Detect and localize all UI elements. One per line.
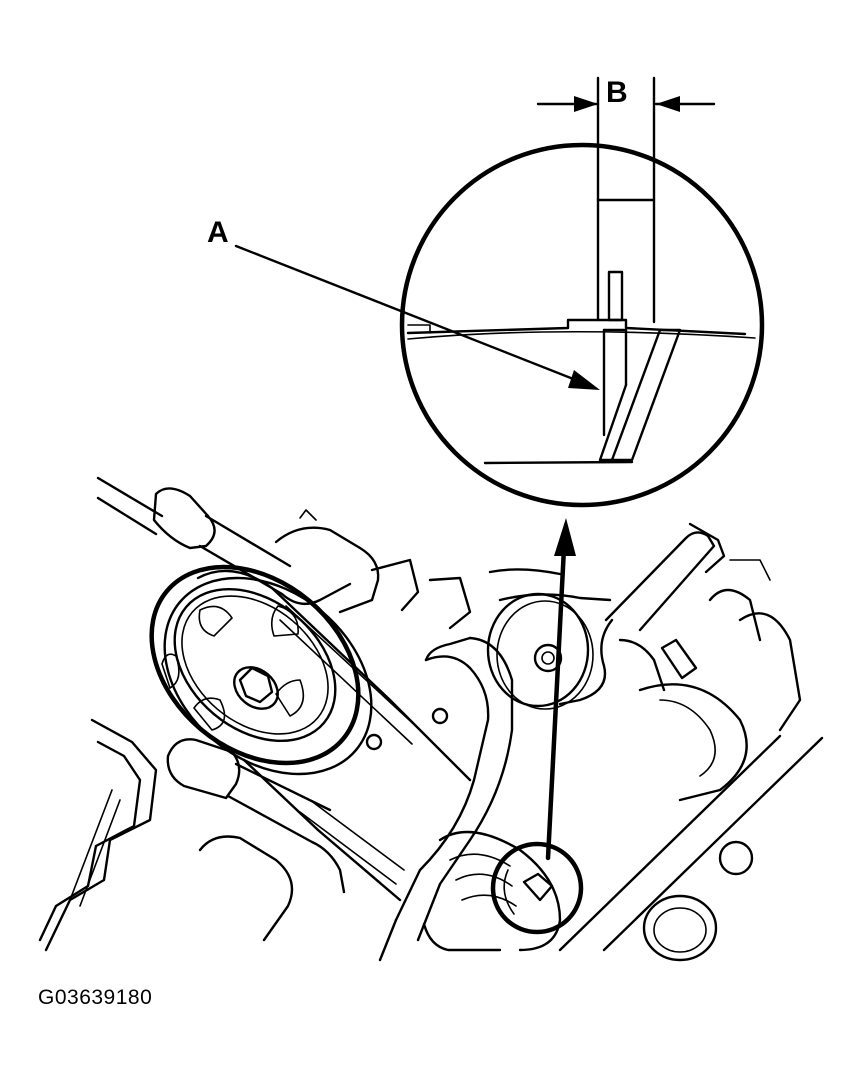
zoom-arrowhead [554,518,576,556]
lower-boss [198,835,294,942]
crank-pulley [438,830,562,952]
callout-a-leader [234,244,600,390]
coolant-hose-left-edge [378,655,490,962]
idler-pulley [486,592,594,710]
drive-belt [196,569,472,902]
pulley-base-line [483,460,634,465]
arrowhead-b-right [656,96,680,112]
callout-b-dimension [536,96,716,112]
pulley-bolt [238,666,274,704]
cover-edge [406,318,747,336]
cover-arc [407,330,756,340]
timing-mark-pointer [596,76,656,324]
detail-locator-circle [490,841,584,935]
dipstick-tube [604,531,716,632]
hose-fitting-lower [166,738,241,800]
block-edge [558,734,782,952]
plug-lower [642,894,718,962]
engine-illustration [38,476,824,962]
callout-a-label: A [207,216,229,249]
figure-id: G03639180 [38,986,153,1009]
alternator-body [638,683,748,802]
callout-b-label: B [606,76,628,109]
power-steering-pulley [149,564,373,776]
arrowhead-a [568,370,600,390]
zoom-link-arrow [545,518,576,861]
bracket [274,526,380,614]
plug-upper [718,840,754,876]
coolant-hose-right-edge [416,636,514,942]
pulley-notch [598,328,682,462]
magnifier-circle [399,142,765,508]
timing-cover-edge [44,718,158,952]
hose-clamp [152,487,216,550]
detail-inset [399,76,765,508]
cover-lip [407,324,431,334]
hose-upper [96,476,164,518]
arrowhead-b-left [574,96,598,112]
